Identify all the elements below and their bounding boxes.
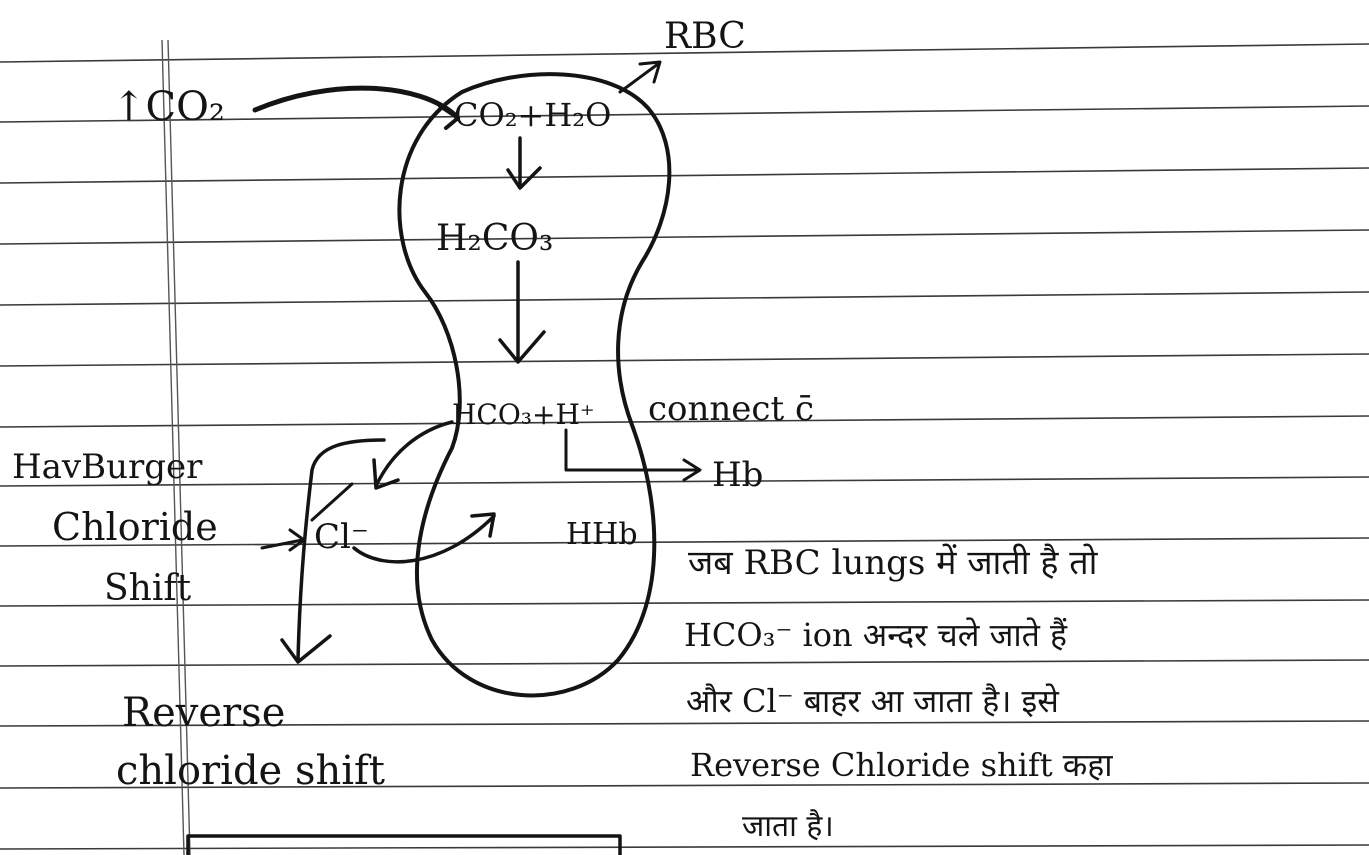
chloride-pointer-arrow — [262, 530, 304, 550]
hamburger-shift-line2: Chloride — [52, 505, 218, 549]
note-line-3: और Cl⁻ बाहर आ जाता है। इसे — [686, 682, 1060, 720]
down-arrow-2 — [500, 262, 544, 362]
rbc-label: RBC — [664, 16, 746, 57]
note-line-5: जाता है। — [742, 809, 834, 844]
hamburger-shift-line3: Shift — [104, 568, 192, 609]
hamburger-shift-line1: HavBurger — [12, 447, 203, 487]
note-line-4: Reverse Chloride shift कहा — [690, 746, 1113, 784]
co2-input-label: ↑CO₂ — [112, 84, 225, 130]
hhb-label: HHb — [566, 517, 638, 552]
note-line-1: जब RBC lungs में जाती है तो — [688, 543, 1099, 583]
reaction-bicarbonate: HCO₃+H⁺ — [452, 398, 595, 431]
chloride-ion-label: Cl⁻ — [314, 517, 369, 557]
h-ion-to-hb-arrow — [566, 430, 700, 480]
note-line-2: HCO₃⁻ ion अन्दर चले जाते हैं — [684, 616, 1068, 654]
hb-label: Hb — [712, 455, 763, 495]
connect-note: connect c̄ — [648, 389, 814, 429]
rbc-cell-outline — [399, 74, 669, 695]
reaction-carbonic-acid: H₂CO₃ — [436, 218, 553, 259]
reverse-shift-line1: Reverse — [122, 690, 285, 736]
down-arrow-1 — [508, 138, 540, 188]
bicarbonate-exit-arrow — [374, 422, 452, 488]
rbc-pointer-arrow — [620, 62, 660, 92]
reaction-co2-water: CO₂+H₂O — [454, 96, 611, 134]
reverse-shift-line2: chloride shift — [116, 748, 385, 794]
bottom-box-edge — [188, 836, 620, 855]
